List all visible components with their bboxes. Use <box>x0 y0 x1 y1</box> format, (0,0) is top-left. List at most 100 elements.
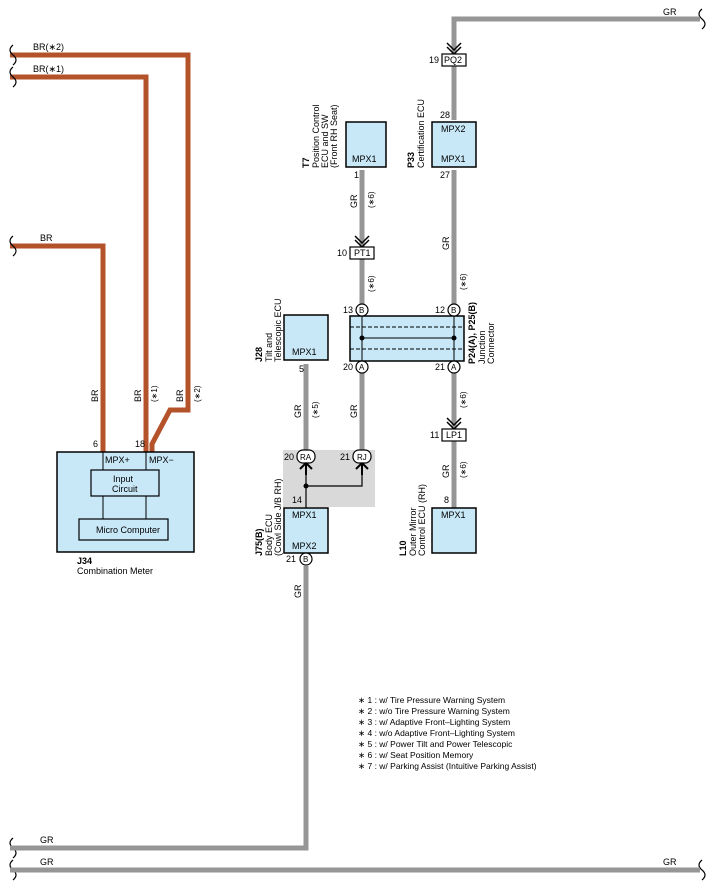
j28-wire-tag: (∗5) <box>311 401 320 418</box>
br-wire-main <box>10 243 106 452</box>
j34-pin-6: 6 <box>93 439 98 449</box>
connector-rj-label: RJ <box>357 453 367 462</box>
t7-position-control-ecu: MPX1 1 T7 Position Control ECU and SW (F… <box>301 104 387 180</box>
jc-rj-wire-gr: GR <box>349 404 359 418</box>
jc-mark-b-13: B <box>359 306 364 315</box>
t7-wire-tag: (∗6) <box>367 191 376 208</box>
t7-code: T7 <box>301 157 311 168</box>
p33-code: P33 <box>406 152 416 168</box>
p33-port-mpx1: MPX1 <box>441 154 466 164</box>
l10-name-l2: Control ECU (RH) <box>417 484 427 556</box>
j75-port-mpx1: MPX1 <box>292 510 317 520</box>
jc-pin-13: 13 <box>343 305 353 315</box>
l10-name-l1: Outer Mirror <box>408 507 418 556</box>
break-mark <box>9 235 17 257</box>
l10-code: L10 <box>398 540 408 556</box>
p33-certification-ecu: MPX2 MPX1 28 27 P33 Certification ECU <box>406 99 477 180</box>
t7-name-l2: ECU and SW <box>320 114 330 168</box>
br-wire-star2 <box>10 52 191 452</box>
break-mark <box>9 44 17 66</box>
j75-body-ecu: RA RJ 20 21 14 MPX1 MPX2 B 21 J75(B) Bod… <box>254 449 375 566</box>
jc-pin-21: 21 <box>435 362 445 372</box>
p33-name: Certification ECU <box>416 99 426 168</box>
pq2-label: PQ2 <box>444 55 462 65</box>
connector-rj: RJ <box>352 449 372 475</box>
lp1-wire-tag: (∗6) <box>459 461 468 478</box>
pt1-connector: PT1 10 <box>337 235 375 260</box>
jc-mark-b-12: B <box>451 306 456 315</box>
l10-pin: 8 <box>444 495 449 505</box>
j34-name: Combination Meter <box>77 566 153 576</box>
note-6: ∗ 6 : w/ Seat Position Memory <box>358 750 474 760</box>
bottom-wire-gr-1: GR <box>40 835 54 845</box>
note-5: ∗ 5 : w/ Power Tilt and Power Telescopic <box>358 739 513 749</box>
note-1: ∗ 1 : w/ Tire Pressure Warning System <box>358 695 505 705</box>
t7-port: MPX1 <box>352 154 377 164</box>
br-label-vert-s1: BR <box>133 389 143 402</box>
jc-code: P24(A), P25(B) <box>467 302 477 364</box>
jc-name-l1: Junction <box>477 330 487 364</box>
connector-ra-label: RA <box>300 453 312 462</box>
bottom-wire-gr-3: GR <box>663 857 677 867</box>
j75-mark-b: B <box>303 555 308 564</box>
gr-wire-j75-down <box>10 566 309 851</box>
note-4: ∗ 4 : w/o Adaptive Front–Lighting System <box>358 728 515 738</box>
p33-wire-gr: GR <box>441 236 451 250</box>
junction-connector: B B A A 13 12 20 21 P24(A), P25(B) Junct… <box>343 302 496 374</box>
j28-tilt-telescopic-ecu: MPX1 5 J28 Tilt and Telescopic ECU <box>254 298 329 374</box>
t7-pin: 1 <box>354 170 359 180</box>
j34-code: J34 <box>77 556 92 566</box>
lp1-connector: LP1 11 <box>430 417 467 442</box>
j75-pin-14: 14 <box>292 495 302 505</box>
br-label-main: BR <box>40 233 53 243</box>
j75-name-l1: Body ECU <box>264 514 274 556</box>
l10-outer-mirror-ecu: MPX1 8 L10 Outer Mirror Control ECU (RH) <box>398 484 477 556</box>
j34-pin-18: 18 <box>135 439 145 449</box>
j75-wire-gr: GR <box>293 584 303 598</box>
pq2-pin: 19 <box>429 55 439 65</box>
br-label-vert-s1-tag: (∗1) <box>150 385 159 402</box>
lp1-label: LP1 <box>446 430 462 440</box>
j34-combination-meter: 6 18 MPX+ MPX− Input Circuit Micro Compu… <box>56 439 195 576</box>
j28-port: MPX1 <box>292 347 317 357</box>
note-3: ∗ 3 : w/ Adaptive Front–Lighting System <box>358 717 510 727</box>
j34-micro-computer: Micro Computer <box>96 525 160 535</box>
note-2: ∗ 2 : w/o Tire Pressure Warning System <box>358 706 510 716</box>
jc-lp1-wire-tag: (∗6) <box>459 391 468 408</box>
br-label-vert-s2: BR <box>175 389 185 402</box>
t7-wire-gr: GR <box>349 194 359 208</box>
j34-input-circuit-l1: Input <box>113 474 134 484</box>
break-mark <box>698 8 706 30</box>
jc-pin-12: 12 <box>435 305 445 315</box>
gr-wire-top <box>451 16 700 120</box>
j75-pin-20: 20 <box>284 452 294 462</box>
j75-name-l2: (Cowl Side J/B RH) <box>273 478 283 556</box>
connector-ra: RA <box>296 449 316 475</box>
t7-name-l1: Position Control <box>311 104 321 168</box>
break-marks <box>9 8 706 881</box>
j75-port-mpx2: MPX2 <box>292 541 317 551</box>
j75-code: J75(B) <box>254 528 264 556</box>
br-label-star2: BR(∗2) <box>33 42 64 52</box>
break-mark <box>9 66 17 88</box>
pt1-label: PT1 <box>354 248 371 258</box>
j28-pin: 5 <box>299 364 304 374</box>
j28-name-l2: Telescopic ECU <box>273 298 283 362</box>
l10-port: MPX1 <box>441 510 466 520</box>
j34-mpx-minus: MPX− <box>149 455 174 465</box>
jc-mark-a-21: A <box>451 363 457 372</box>
j28-name-l1: Tilt and <box>264 333 274 362</box>
br-label-vert-s2-tag: (∗2) <box>193 385 202 402</box>
pq2-connector: PQ2 19 <box>429 42 467 67</box>
j28-code: J28 <box>254 347 264 362</box>
note-7: ∗ 7 : w/ Parking Assist (Intuitive Parki… <box>358 761 537 771</box>
top-wire-gr: GR <box>663 7 677 17</box>
lp1-pin: 11 <box>430 430 439 440</box>
jc-p33-wire-tag: (∗6) <box>459 273 468 290</box>
j34-mpx-plus: MPX+ <box>105 455 130 465</box>
jc-name-l2: Connector <box>486 322 496 364</box>
br-label-star1: BR(∗1) <box>33 64 64 74</box>
break-mark <box>698 859 706 881</box>
jc-mark-a-20: A <box>359 363 365 372</box>
